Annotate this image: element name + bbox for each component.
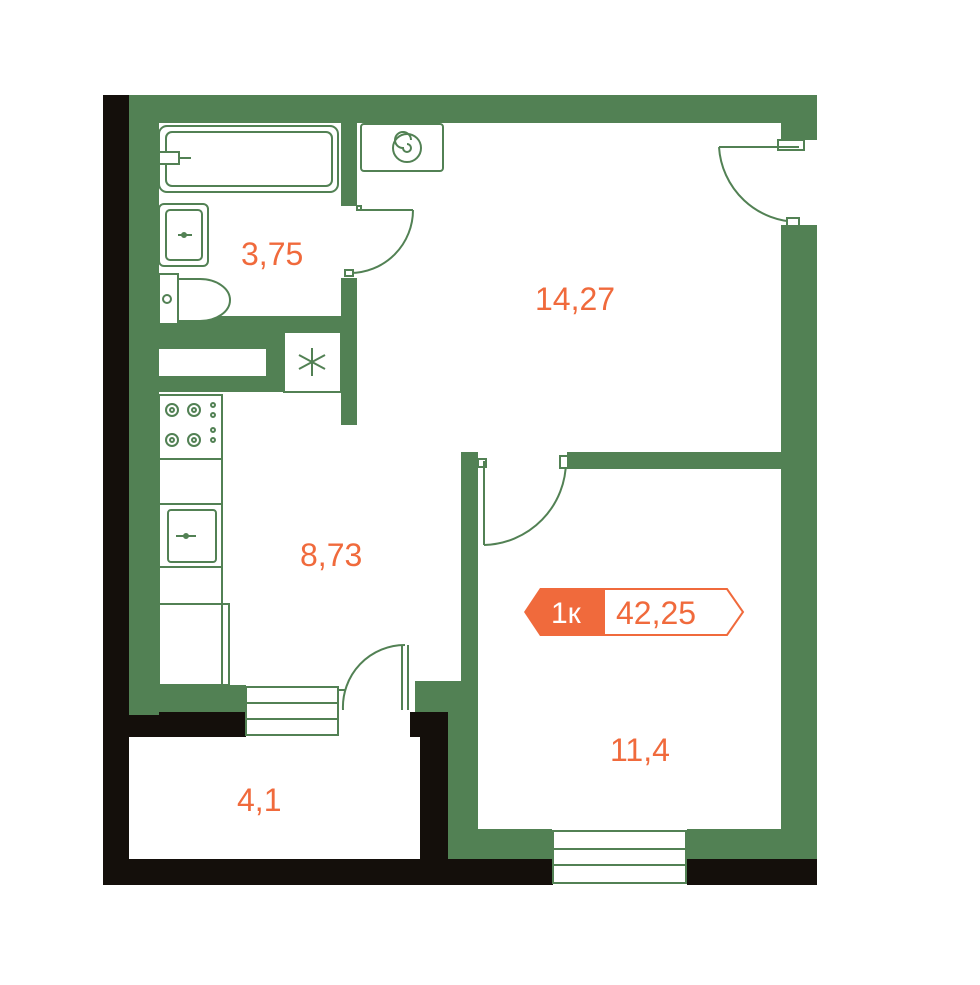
fridge-icon <box>158 603 230 686</box>
shaft-wall-left <box>266 316 284 392</box>
badge-total-area: 42,25 <box>616 595 696 631</box>
right-wall <box>781 225 817 859</box>
left-inner-wall <box>129 95 159 715</box>
bedroom-bottom-wall <box>448 829 552 859</box>
badge-area-frame <box>605 588 745 636</box>
bedroom-wall-corner <box>415 681 478 712</box>
kitchen-fixtures <box>158 394 230 686</box>
windows <box>245 686 687 884</box>
sink-icon <box>158 503 223 568</box>
balcony-right-wall <box>420 712 448 885</box>
bedroom-left-wall-upper <box>461 452 478 686</box>
asterisk-icon <box>298 348 326 376</box>
balcony-top-right-wall <box>410 712 448 737</box>
badge-rooms-label: 1к <box>551 597 582 630</box>
bottom-right-outer-wall <box>687 859 817 885</box>
left-outer-wall <box>103 95 129 885</box>
top-right-stub <box>781 95 817 140</box>
bedroom-door <box>477 455 569 546</box>
kitchen-area: 8,73 <box>300 537 362 573</box>
kitchen-window <box>245 686 339 736</box>
bathtub-icon <box>158 125 339 193</box>
balcony-top-wall <box>129 712 246 737</box>
exterior-walls <box>103 95 817 885</box>
bedroom-top-wall <box>567 452 781 469</box>
bottom-outer-wall <box>103 859 553 885</box>
vent-shaft <box>283 331 342 393</box>
bathroom-door <box>344 205 414 277</box>
balcony-area: 4,1 <box>237 782 281 818</box>
entrance-door <box>718 139 805 227</box>
shaft-wall-right <box>341 316 357 425</box>
kitchen-bottom-wall <box>129 685 246 712</box>
bathroom-area: 3,75 <box>241 236 303 272</box>
kitchen-partition-bottom <box>159 376 284 392</box>
bedroom-area: 11,4 <box>610 732 670 768</box>
bathroom-wall-upper <box>341 123 357 206</box>
bedroom-window <box>552 830 687 884</box>
living-room-area: 14,27 <box>535 281 615 317</box>
badge-rooms-bg <box>524 588 605 636</box>
kitchen-partition-top <box>159 332 266 349</box>
bathroom-fixtures <box>158 125 339 325</box>
toilet-icon <box>158 273 231 325</box>
top-wall <box>129 95 817 123</box>
balcony-door <box>338 643 409 711</box>
stove-icon <box>158 394 223 460</box>
apartment-badge: 1к 42,25 <box>524 588 745 636</box>
spiral-icon <box>392 131 422 163</box>
interior-walls <box>129 95 817 859</box>
doors <box>338 139 805 711</box>
washbasin-icon <box>158 203 209 267</box>
bedroom-bottom-wall-right <box>687 829 817 859</box>
boiler <box>360 123 444 172</box>
area-labels: 3,75 14,27 8,73 11,4 4,1 <box>237 236 670 818</box>
